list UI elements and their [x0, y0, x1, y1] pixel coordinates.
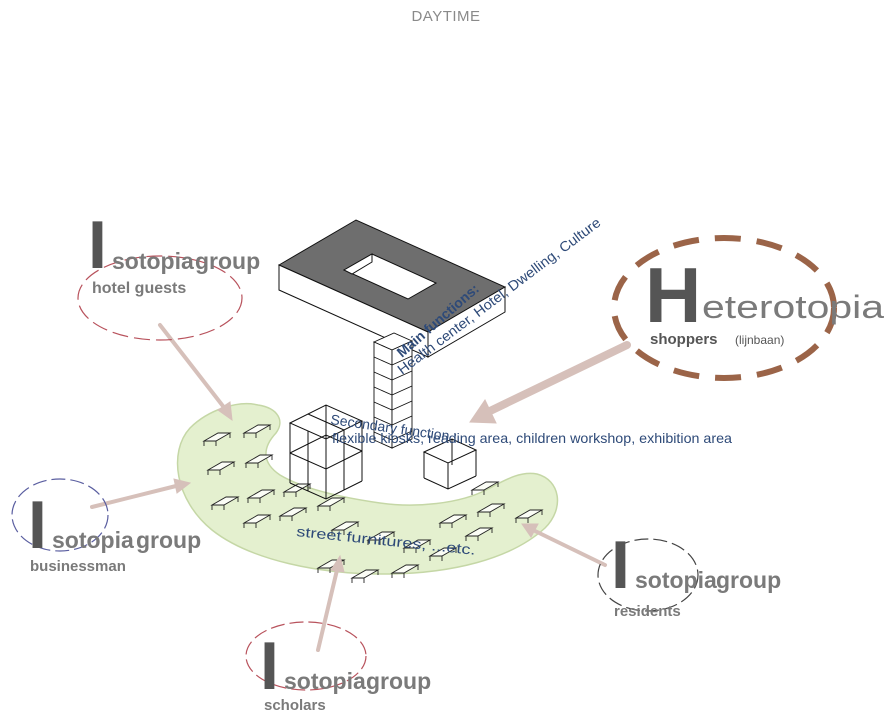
heterotopia-sub: shoppers: [650, 331, 718, 348]
isotopia-word: sotopia: [52, 527, 134, 553]
isotopia-initial: I: [88, 207, 107, 283]
isotopia-word: sotopia: [112, 248, 194, 274]
building-core: [372, 332, 414, 449]
group-name-residents: residents: [614, 603, 681, 620]
group-name-hotel: hotel guests: [92, 280, 186, 297]
heterotopia-ellipse: [611, 235, 837, 381]
group-name-scholars: scholars: [264, 697, 326, 714]
heterotopia-initial: H: [645, 251, 701, 339]
kiosk-cube-right: [422, 438, 478, 490]
group-word: group: [136, 527, 201, 553]
isotopia-word: sotopia: [284, 668, 366, 694]
group-name-business: businessman: [30, 558, 126, 575]
scholars-ellipse: [245, 621, 367, 691]
secondary-function-list: flexible kiosks, reading area, children …: [332, 430, 732, 446]
group-word: group: [366, 668, 431, 694]
isotopia-word: sotopia: [635, 567, 717, 593]
heterotopia-word: eterotopia: [702, 289, 884, 325]
isotopia-initial: I: [260, 628, 279, 704]
isotopia-business: I sotopia group businessman: [28, 487, 201, 575]
plaza-area: [176, 403, 559, 575]
isotopia-initial: I: [28, 487, 47, 563]
group-word: group: [195, 248, 260, 274]
isotopia-residents: I sotopia group residents: [611, 527, 781, 620]
heterotopia-label: H eterotopia shoppers (lijnbaan): [645, 251, 884, 348]
arrows: [90, 323, 631, 652]
isotopia-hotel: I sotopia group hotel guests: [88, 207, 260, 297]
group-word: group: [716, 567, 781, 593]
hotel-ellipse: [77, 255, 243, 341]
kiosk-cube-left: [288, 404, 364, 500]
heterotopia-sub-note: (lijnbaan): [735, 333, 784, 347]
residents-ellipse: [597, 538, 699, 612]
isotopia-initial: I: [611, 527, 630, 603]
business-ellipse: [11, 478, 109, 552]
diagram-title: DAYTIME: [411, 8, 481, 25]
isotopia-scholars: I sotopia group scholars: [260, 628, 431, 714]
